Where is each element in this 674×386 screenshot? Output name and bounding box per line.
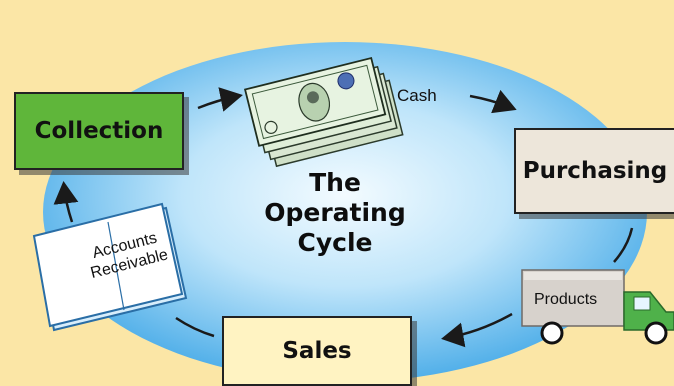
cycle-ellipse (43, 42, 647, 381)
products-truck-icon (521, 269, 674, 345)
sales-box: Sales (222, 316, 412, 386)
collection-box: Collection (14, 92, 184, 170)
diagram-title: The Operating Cycle (232, 168, 438, 258)
line-sales-to-receivable (175, 316, 215, 338)
cash-icon (243, 56, 404, 168)
title-line-1: The (309, 168, 361, 197)
sales-label: Sales (282, 338, 352, 364)
line-purchasing-to-products (613, 227, 634, 263)
title-line-2: Operating Cycle (264, 198, 406, 257)
purchasing-box: Purchasing (514, 128, 674, 214)
arrow-cash-to-purchasing (469, 89, 517, 114)
arrow-products-to-sales (441, 312, 513, 348)
accounts-receivable-book-icon (32, 202, 188, 332)
arrow-receivable-to-collection (53, 181, 79, 223)
cash-label: Cash (397, 86, 437, 105)
arrow-collection-to-cash (197, 87, 243, 112)
purchasing-label: Purchasing (522, 158, 668, 184)
products-label: Products (534, 291, 598, 308)
collection-label: Collection (34, 118, 164, 144)
